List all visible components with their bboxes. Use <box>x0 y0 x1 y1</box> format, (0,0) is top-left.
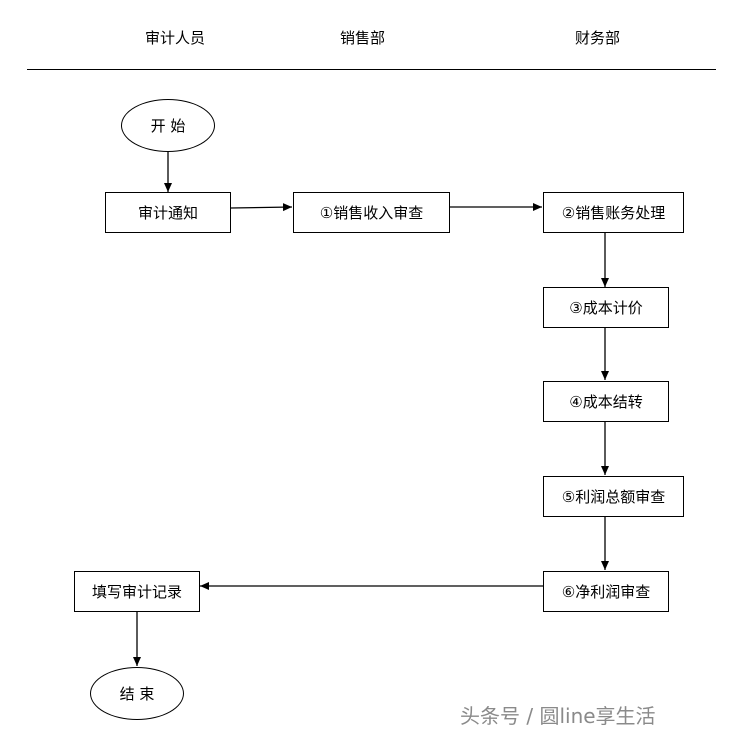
cost-carryover-box: ④成本结转 <box>543 381 669 422</box>
sales-revenue-review-box: ①销售收入审查 <box>293 192 450 233</box>
lane-title-sales: 销售部 <box>340 29 386 47</box>
audit-notice-box: 审计通知 <box>105 192 231 233</box>
audit-record-box: 填写审计记录 <box>74 571 200 612</box>
start-node: 开 始 <box>121 99 215 152</box>
end-node: 结 束 <box>90 667 184 720</box>
total-profit-review-box: ⑤利润总额审查 <box>543 476 684 517</box>
lane-title-auditor: 审计人员 <box>145 29 206 47</box>
lane-title-finance: 财务部 <box>575 29 621 47</box>
edge-notice-to-step1 <box>230 203 293 212</box>
watermark-text: 头条号 / 圆line享生活 <box>460 704 656 728</box>
header-divider <box>27 69 716 70</box>
net-profit-review-box: ⑥净利润审查 <box>543 571 669 612</box>
sales-accounting-box: ②销售账务处理 <box>543 192 684 233</box>
cost-pricing-box: ③成本计价 <box>543 287 669 328</box>
